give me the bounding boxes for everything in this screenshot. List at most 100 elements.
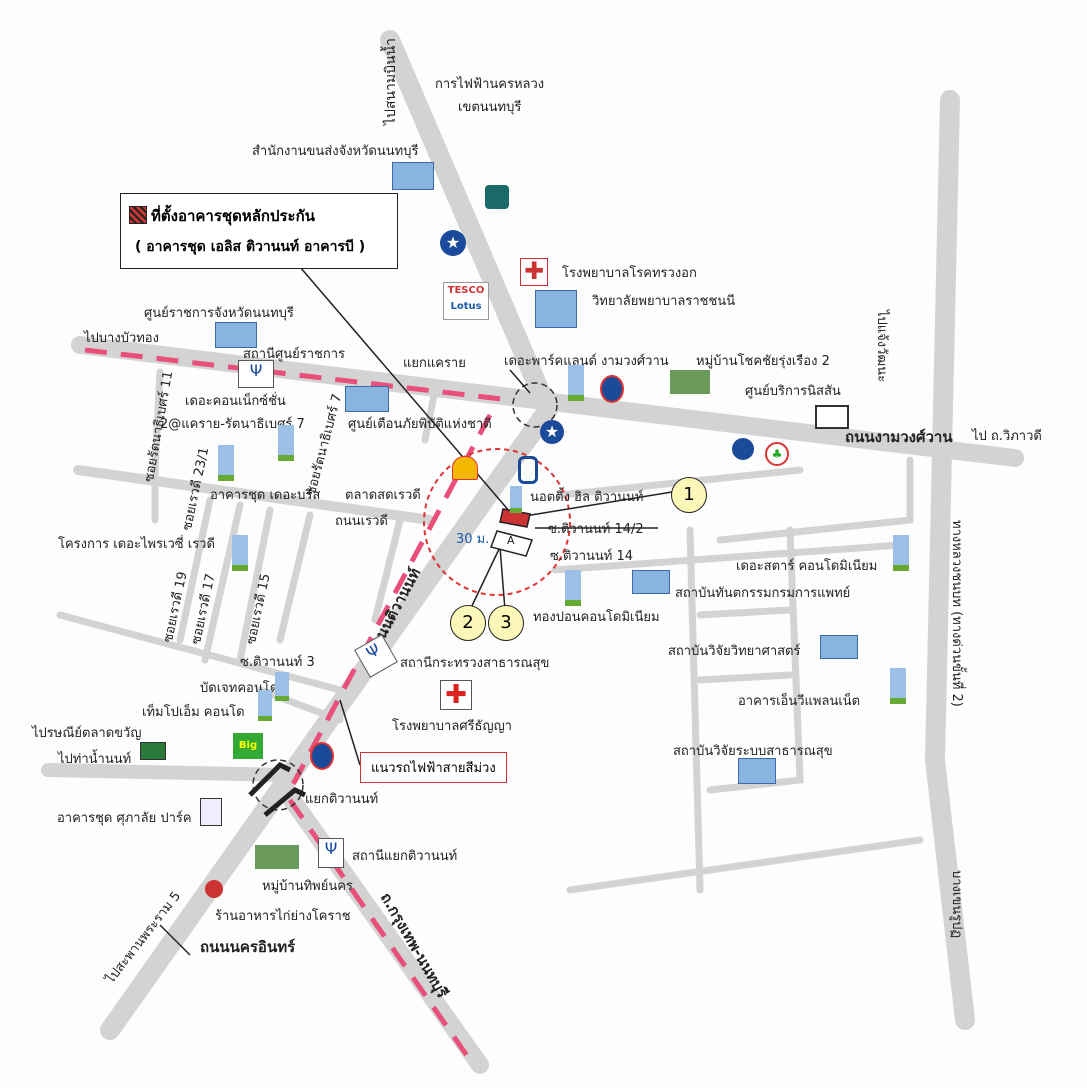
legend-box: ที่ตั้งอาคารชุดหลักประกัน ( อาคารชุด เอล… [120, 193, 398, 269]
road-label-rewadee: ถนนเรวดี [335, 514, 388, 529]
label-gov-center: ศูนย์ราชการจังหวัดนนทบุรี [144, 306, 294, 321]
restaurant-icon [205, 880, 223, 898]
target-radius-circle [423, 448, 571, 596]
label-thip-nakhon: หมู่บ้านทิพย์นคร [262, 879, 353, 894]
condo-icon [232, 535, 248, 571]
road-rewadee [73, 465, 435, 525]
label-chest-hospital: โรงพยาบาลโรคทรวงอก [562, 266, 697, 281]
road-chaeng-watthana [924, 90, 975, 1030]
label-tiwanon-junction: แยกติวานนท์ [305, 792, 379, 807]
direction-highway: ทางหลวงชนบท (ทางด่วนขั้นที่ 2) [949, 520, 964, 707]
caltex-star-icon: ★ [540, 420, 564, 444]
label-post-office: ไปรษณีย์ตลาดขวัญ [32, 726, 142, 741]
label-moph-station: สถานีกระทรวงสาธารณสุข [400, 656, 550, 671]
label-the-breeze: อาคารชุด เดอะบรีส [210, 488, 321, 503]
label-supalai: อาคารชุด ศุภาลัย ปาร์ค [57, 811, 192, 826]
big-c-logo: Big [233, 733, 263, 759]
caltex-star-icon: ★ [440, 230, 466, 256]
direction-bangkhen: บางเขนรูปฏ [949, 870, 964, 939]
label-pea: การไฟฟ้านครหลวง [435, 77, 545, 92]
label-korat-restaurant: ร้านอาหารไก่ย่างโคราช [215, 909, 351, 924]
government-building-icon [632, 570, 670, 594]
interchange-icon [248, 761, 307, 817]
ptt-icon [600, 375, 624, 403]
label-connection: เดอะคอนเน็กซ์ชั่น [185, 394, 286, 409]
label-gov-station: สถานีศูนย์ราชการ [243, 347, 346, 362]
bts-station-icon: Ψ [238, 360, 274, 388]
callout-3: 3 [488, 605, 524, 641]
label-privacy: โครงการ เดอะไพรเวซี่ เรวดี [58, 537, 215, 552]
label-nissan: ศูนย์บริการนิสสัน [745, 384, 841, 399]
condo-icon [275, 672, 289, 701]
road-tha-nam-non [41, 763, 297, 782]
condo-icon [568, 365, 584, 401]
label-dental-institute: สถาบันทันตกรรมกรมการแพทย์ [675, 586, 851, 601]
condo-icon [258, 690, 272, 721]
khae-rai-junction [512, 382, 558, 428]
tiwanon-junction [252, 759, 304, 811]
building-a-marker [490, 530, 533, 557]
hospital-cross-icon: ✚ [520, 258, 548, 286]
government-building-icon [345, 386, 389, 412]
label-disaster-center: ศูนย์เตือนภัยพิบัติแห่งชาติ [348, 417, 492, 432]
government-building-icon [738, 758, 776, 784]
shell-icon [452, 456, 478, 480]
label-srithanya: โรงพยาบาลศรีธัญญา [392, 719, 512, 734]
target-swatch [129, 206, 147, 224]
label-tempo: เท็มโปเอ็ม คอนโด [142, 705, 245, 720]
label-notting-hill: นอตติ้ง ฮิล ติวานนท์ [530, 490, 644, 505]
label-n-planet: อาคารเอ็นวีแพลนเน็ต [738, 694, 861, 709]
label-tiwanon-station: สถานีแยกติวานนท์ [352, 849, 458, 864]
condo-icon [218, 445, 234, 481]
label-connection-2: 2@แคราย-รัตนาธิเบศร์ 7 [160, 417, 305, 432]
bank-icon [485, 185, 509, 209]
road-airport [380, 30, 558, 420]
legend-subtitle: ( อาคารชุด เอลิส ติวานนท์ อาคารบี ) [135, 239, 366, 255]
label-nursing-college: วิทยาลัยพยาบาลราชชนนี [592, 294, 736, 309]
callout-1: 1 [671, 477, 707, 513]
label-transport-office: สำนักงานขนส่งจังหวัดนนทบุรี [252, 144, 419, 159]
road-label-ngamwongwan: ถนนงามวงศ์วาน [845, 428, 953, 446]
condo-icon [278, 425, 294, 461]
mail-icon [140, 742, 166, 760]
label-pea-district: เขตนนทบุรี [458, 100, 522, 115]
label-khae-rai: แยกแคราย [403, 356, 466, 371]
label-purple-line: แนวรถไฟฟ้าสายสีม่วง [360, 752, 507, 783]
condo-icon [890, 668, 906, 704]
label-chok-chai: หมู่บ้านโชคชัยรุ่งเรือง 2 [696, 354, 830, 369]
nissan-service-icon [815, 405, 849, 429]
government-building-icon [392, 162, 434, 190]
direction-bang-bua-thong: ไปบางบัวทอง [84, 331, 159, 346]
label-park-land: เดอะพาร์คแลนด์ งามวงศ์วาน [504, 354, 669, 369]
road-label-nakhon-in: ถนนนครอินทร์ [200, 938, 296, 956]
road-label-soi-3: ซ.ติวานนท์ 3 [240, 655, 315, 670]
label-thongpon: ทองปอนคอนโดมิเนียม [533, 610, 660, 625]
building-icon [200, 798, 222, 826]
direction-chaeng-watthana: ไปแจ้งวัฒนะ [874, 310, 889, 383]
road-label-soi-14: ซ.ติวานนท์ 14 [550, 549, 634, 564]
legend-title: ที่ตั้งอาคารชุดหลักประกัน [151, 207, 315, 225]
label-distance: 30 ม. [456, 532, 490, 547]
label-science-institute: สถาบันวิจัยวิทยาศาสตร์ [668, 644, 801, 659]
direction-tha-nam-non: ไปท่าน้ำนนท์ [58, 752, 132, 767]
direction-vibhavadi: ไป ถ.วิภาวดี [972, 429, 1042, 444]
college-building-icon [535, 290, 577, 328]
bank-logo-icon [518, 456, 538, 484]
ptt-icon [310, 742, 334, 770]
callout-2: 2 [450, 605, 486, 641]
government-building-icon [820, 635, 858, 659]
kbank-icon: ♣ [765, 442, 789, 466]
village-icon [670, 370, 710, 394]
bts-station-icon: Ψ [318, 838, 344, 868]
condo-icon [893, 535, 909, 571]
direction-airport: ไปสนามบินน้ำ [383, 37, 399, 125]
road-label-soi-14-2: ซ.ติวานนท์ 14/2 [548, 522, 644, 537]
label-rewadee-market: ตลาดสดเรวดี [345, 488, 421, 503]
label-health-system: สถาบันวิจัยระบบสาธารณสุข [673, 744, 833, 759]
village-icon [255, 845, 299, 869]
label-marker-a: A [507, 534, 515, 547]
government-building-icon [215, 322, 257, 348]
